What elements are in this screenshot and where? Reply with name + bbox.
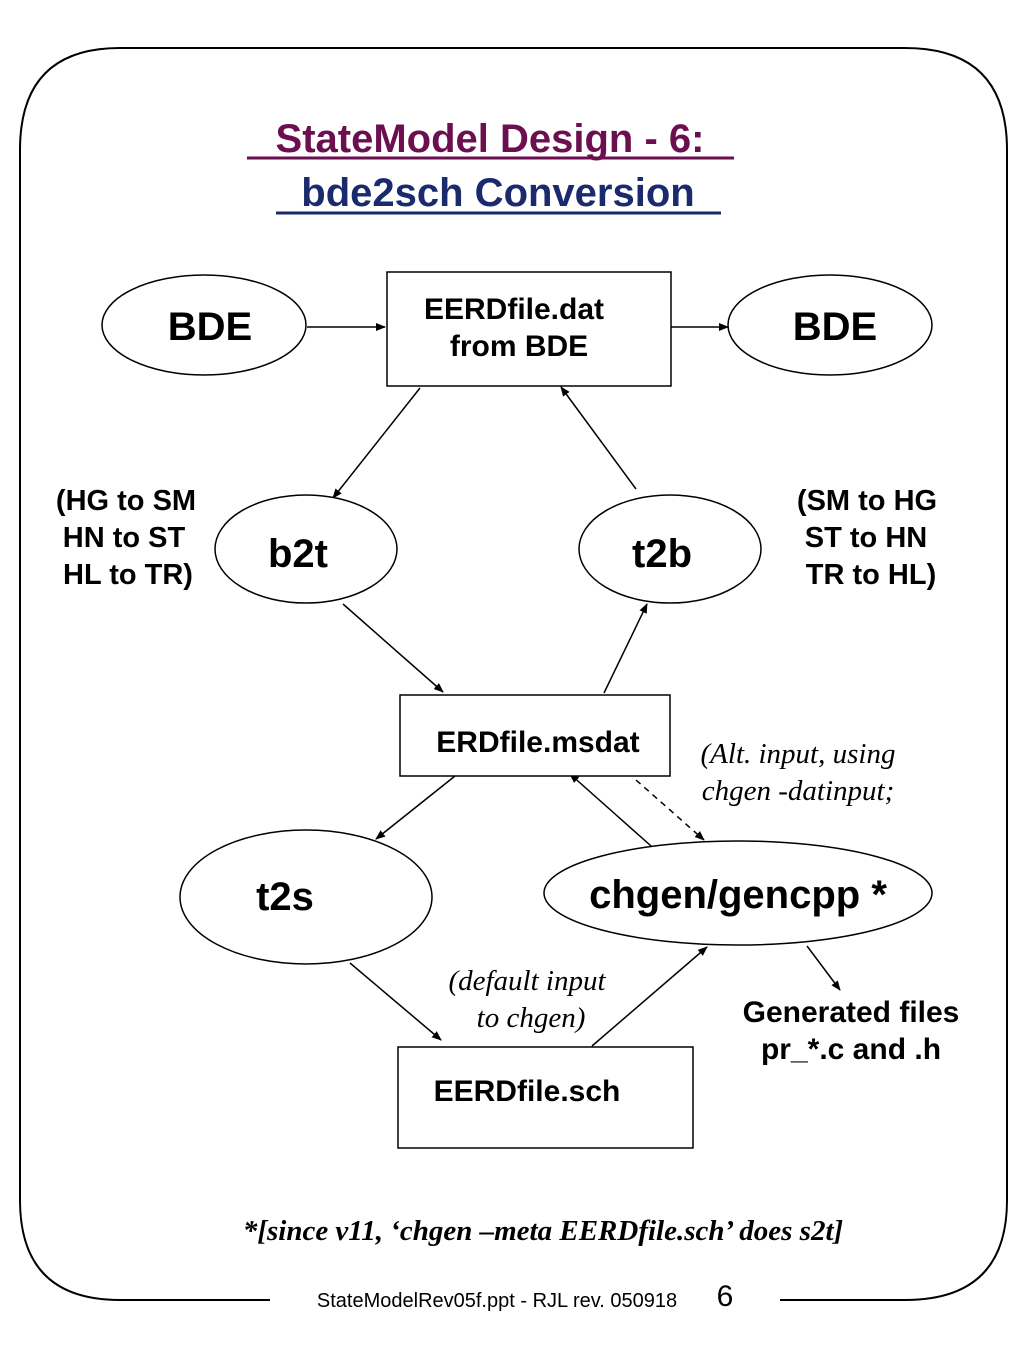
t2b-label: t2b <box>632 532 692 576</box>
edge-chgen-to-generated <box>806 945 841 991</box>
generated-files-line1: Generated files <box>743 996 960 1029</box>
title-line2: bde2sch Conversion <box>301 171 694 215</box>
sch-box <box>397 1046 694 1149</box>
edge-msdat-to-t2b <box>603 603 648 694</box>
alt-input-note-line1: (Alt. input, using <box>701 738 896 770</box>
bde-right-label: BDE <box>793 305 877 349</box>
msdat-label: ERDfile.msdat <box>436 726 639 759</box>
b2t-label: b2t <box>268 532 328 576</box>
t2b-mapping-line1: (SM to HG <box>797 485 937 517</box>
t2b-mapping-line3: TR to HL) <box>806 559 936 591</box>
bde-left-label: BDE <box>168 305 252 349</box>
bde-left-node <box>101 274 307 376</box>
b2t-node <box>214 494 398 604</box>
edge-sch-to-chgen <box>591 946 708 1047</box>
msdat-box <box>399 694 671 777</box>
page-number: 6 <box>717 1280 734 1313</box>
eerd-dat-label-line1: EERDfile.dat <box>424 293 604 326</box>
edge-msdat-to-t2s <box>375 775 456 840</box>
b2t-mapping-line1: (HG to SM <box>56 485 196 517</box>
title-line1: StateModel Design - 6: <box>276 117 705 161</box>
edge-chgen-to-msdat <box>569 773 660 854</box>
edge-b2t-to-msdat <box>342 603 444 693</box>
eerd-dat-label-line2: from BDE <box>450 330 588 363</box>
footnote: *[since v11, ‘chgen –meta EERDfile.sch’ … <box>243 1215 843 1247</box>
edge-dat-to-b2t <box>332 387 421 499</box>
t2b-node <box>578 494 762 604</box>
eerd-dat-box <box>386 271 672 387</box>
edges <box>307 323 841 1047</box>
t2s-label: t2s <box>256 875 314 919</box>
default-input-note-line1: (default input <box>448 965 606 997</box>
edge-alt-dashed <box>635 779 705 841</box>
edge-t2b-to-dat <box>560 386 637 490</box>
default-input-note-line2: to chgen) <box>477 1002 586 1034</box>
bde-right-node <box>727 274 933 376</box>
chgen-node <box>543 840 933 946</box>
edge-t2s-to-sch <box>349 962 442 1041</box>
t2s-node <box>179 829 433 965</box>
b2t-mapping-line2: HN to ST <box>63 522 186 554</box>
alt-input-note-line2: chgen -datinput; <box>702 775 894 807</box>
sch-label: EERDfile.sch <box>434 1075 621 1108</box>
b2t-mapping-line3: HL to TR) <box>63 559 193 591</box>
t2b-mapping-line2: ST to HN <box>805 522 927 554</box>
generated-files-line2: pr_*.c and .h <box>761 1033 941 1066</box>
slide-border <box>19 47 1008 1301</box>
chgen-label: chgen/gencpp * <box>589 873 887 917</box>
footer-text: StateModelRev05f.ppt - RJL rev. 050918 <box>317 1290 677 1312</box>
